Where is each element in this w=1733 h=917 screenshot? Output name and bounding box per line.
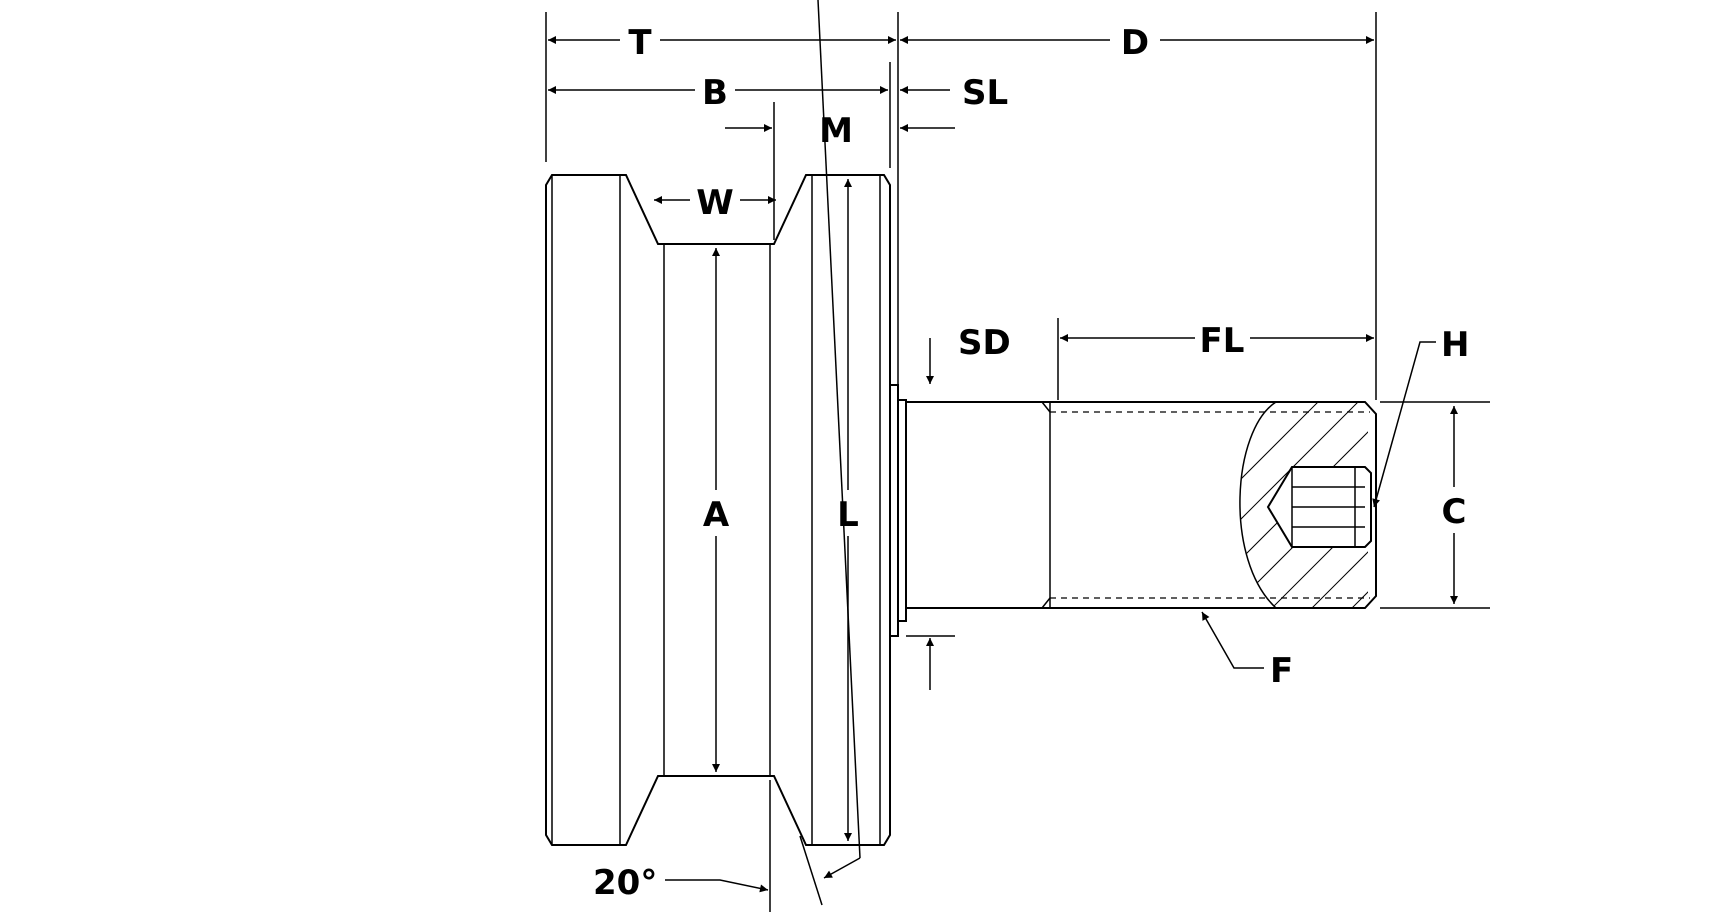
label-A: A bbox=[703, 495, 730, 535]
extension-lines bbox=[545, 12, 1490, 912]
label-SL: SL bbox=[962, 73, 1008, 113]
label-SD: SD bbox=[958, 323, 1011, 363]
dim-W: W bbox=[654, 183, 776, 223]
label-W: W bbox=[696, 183, 734, 223]
dim-M: M bbox=[725, 111, 853, 151]
dim-SL: SL bbox=[900, 73, 1008, 132]
dim-C: C bbox=[1442, 406, 1467, 604]
dim-D: D bbox=[900, 23, 1374, 63]
dim-B: B bbox=[548, 73, 888, 113]
dim-angle: 20° bbox=[593, 0, 861, 903]
wheel-body bbox=[545, 174, 907, 846]
dim-F: F bbox=[1201, 611, 1293, 691]
dim-H: H bbox=[1372, 325, 1469, 508]
label-T: T bbox=[628, 23, 652, 63]
label-angle: 20° bbox=[593, 863, 657, 903]
dim-FL: FL bbox=[1060, 321, 1374, 361]
dim-T: T bbox=[548, 23, 896, 63]
label-H: H bbox=[1441, 325, 1469, 365]
label-C: C bbox=[1442, 492, 1467, 532]
label-B: B bbox=[702, 73, 728, 113]
label-FL: FL bbox=[1200, 321, 1245, 361]
dim-SD: SD bbox=[926, 323, 1011, 690]
label-F: F bbox=[1270, 651, 1293, 691]
dim-L: L bbox=[837, 179, 859, 841]
label-D: D bbox=[1121, 23, 1149, 63]
label-L: L bbox=[837, 495, 859, 535]
stud-shaft bbox=[905, 401, 1377, 609]
dim-A: A bbox=[703, 248, 730, 772]
